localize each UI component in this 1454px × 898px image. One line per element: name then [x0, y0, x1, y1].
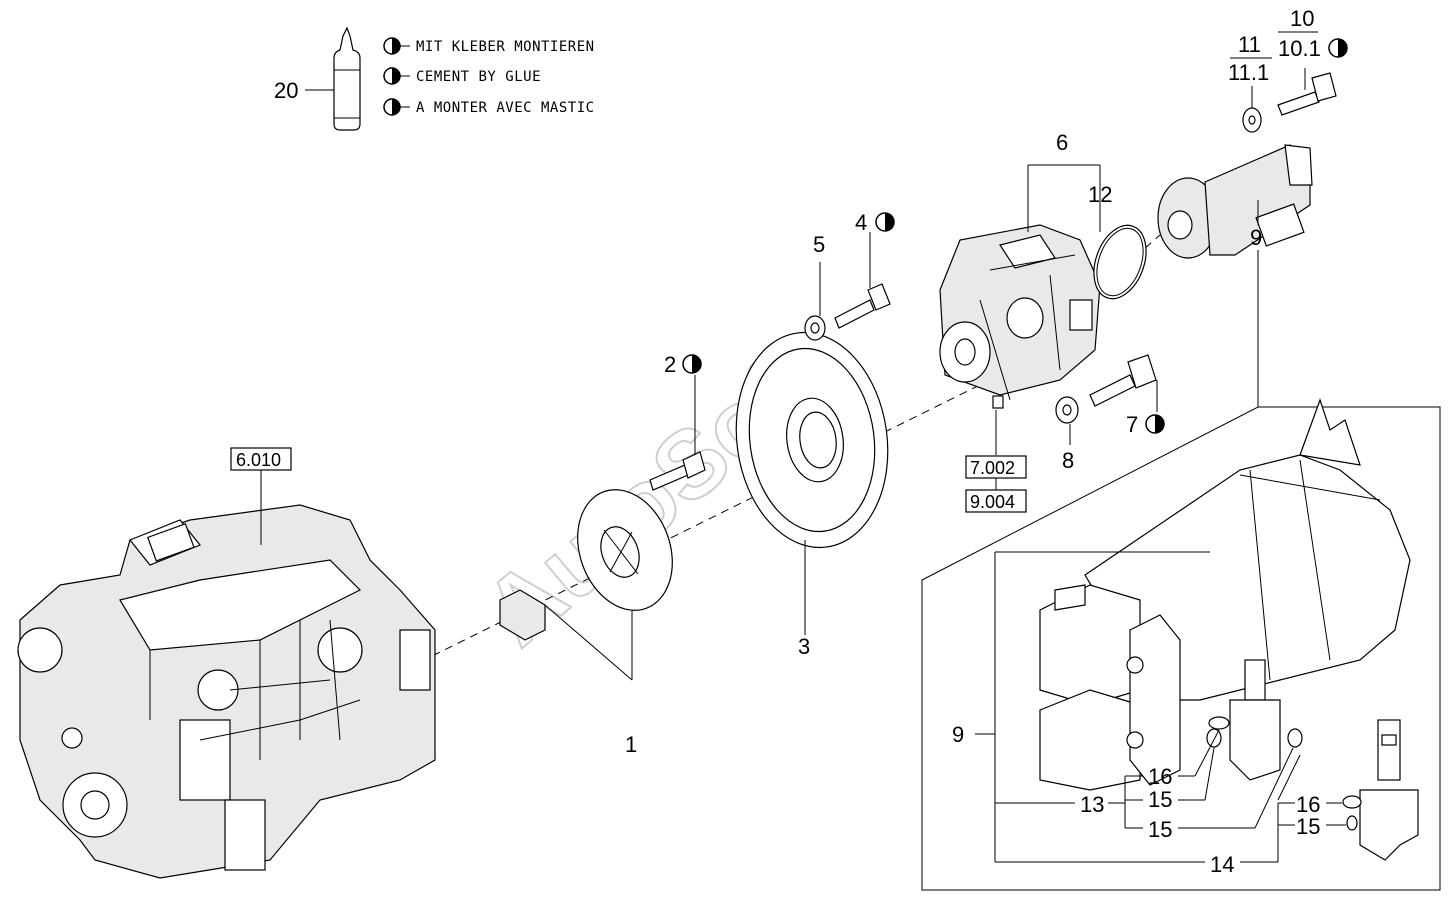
legend-line-de: MIT KLEBER MONTIEREN: [416, 39, 595, 55]
coupling-part: [499, 489, 673, 641]
half-circle-icon: [1145, 414, 1165, 434]
callout-9-detail: 9: [952, 722, 964, 747]
glue-legend: 20 MIT KLEBER MONTIEREN CEMENT BY GLUE A…: [274, 26, 595, 131]
callout-11-1: 11.1: [1228, 60, 1269, 85]
pump-ref-a-label: 7.002: [970, 458, 1015, 478]
callout-20: 20: [274, 78, 298, 103]
callout-13: 13: [1080, 792, 1104, 817]
callout-15-c: 15: [1296, 814, 1320, 839]
legend-line-fr: A MONTER AVEC MASTIC: [416, 100, 595, 116]
callout-4: 4: [855, 210, 867, 235]
half-circle-icon: [383, 67, 410, 85]
engine-ref-label: 6.010: [236, 450, 281, 470]
pump-ref-b[interactable]: 9.004: [965, 489, 1027, 513]
callout-12: 12: [1088, 182, 1112, 207]
callout-10: 10: [1290, 6, 1314, 31]
bolt-7: [1089, 354, 1157, 407]
callout-15-a: 15: [1148, 787, 1172, 812]
hydraulic-pump: [939, 224, 1101, 409]
pump-ref-a[interactable]: 7.002: [965, 455, 1027, 479]
callout-5: 5: [813, 232, 825, 257]
flange-plate: [735, 331, 889, 549]
engine-ref[interactable]: 6.010: [230, 447, 292, 471]
washer-11: [1242, 107, 1262, 133]
o-ring: [1093, 224, 1147, 300]
callout-3: 3: [798, 634, 810, 659]
half-circle-icon: [383, 37, 410, 55]
detail-motor: [1039, 398, 1411, 791]
stud-bolt: [649, 451, 706, 491]
washer-5: [804, 315, 826, 341]
half-circle-icon: [875, 212, 895, 232]
half-circle-icon: [1328, 38, 1348, 58]
glue-bottle-icon: [333, 26, 361, 131]
callout-6: 6: [1056, 130, 1068, 155]
callout-8: 8: [1062, 448, 1074, 473]
half-circle-icon: [383, 98, 410, 116]
callout-14: 14: [1210, 852, 1234, 877]
callout-16-b: 16: [1296, 792, 1320, 817]
callout-16-a: 16: [1148, 764, 1172, 789]
callout-2: 2: [664, 352, 676, 377]
callout-7: 7: [1126, 412, 1138, 437]
detail-valve-b: [1342, 719, 1419, 861]
callout-9-top: 9: [1250, 225, 1262, 250]
legend-line-en: CEMENT BY GLUE: [416, 69, 541, 85]
callout-10-1: 10.1: [1278, 36, 1321, 61]
hydraulic-motor: [1157, 144, 1313, 259]
half-circle-icon: [682, 354, 702, 374]
engine-drawing: [17, 504, 436, 879]
callout-15-b: 15: [1148, 817, 1172, 842]
callout-11: 11: [1238, 32, 1261, 57]
detail-frame: [921, 406, 1441, 891]
bolt-10: [1277, 72, 1337, 116]
callout-1: 1: [625, 732, 637, 757]
detail-valve-a: [1206, 659, 1303, 781]
washer-8: [1055, 396, 1079, 424]
pump-ref-b-label: 9.004: [970, 492, 1015, 512]
bolt-4: [834, 283, 891, 329]
